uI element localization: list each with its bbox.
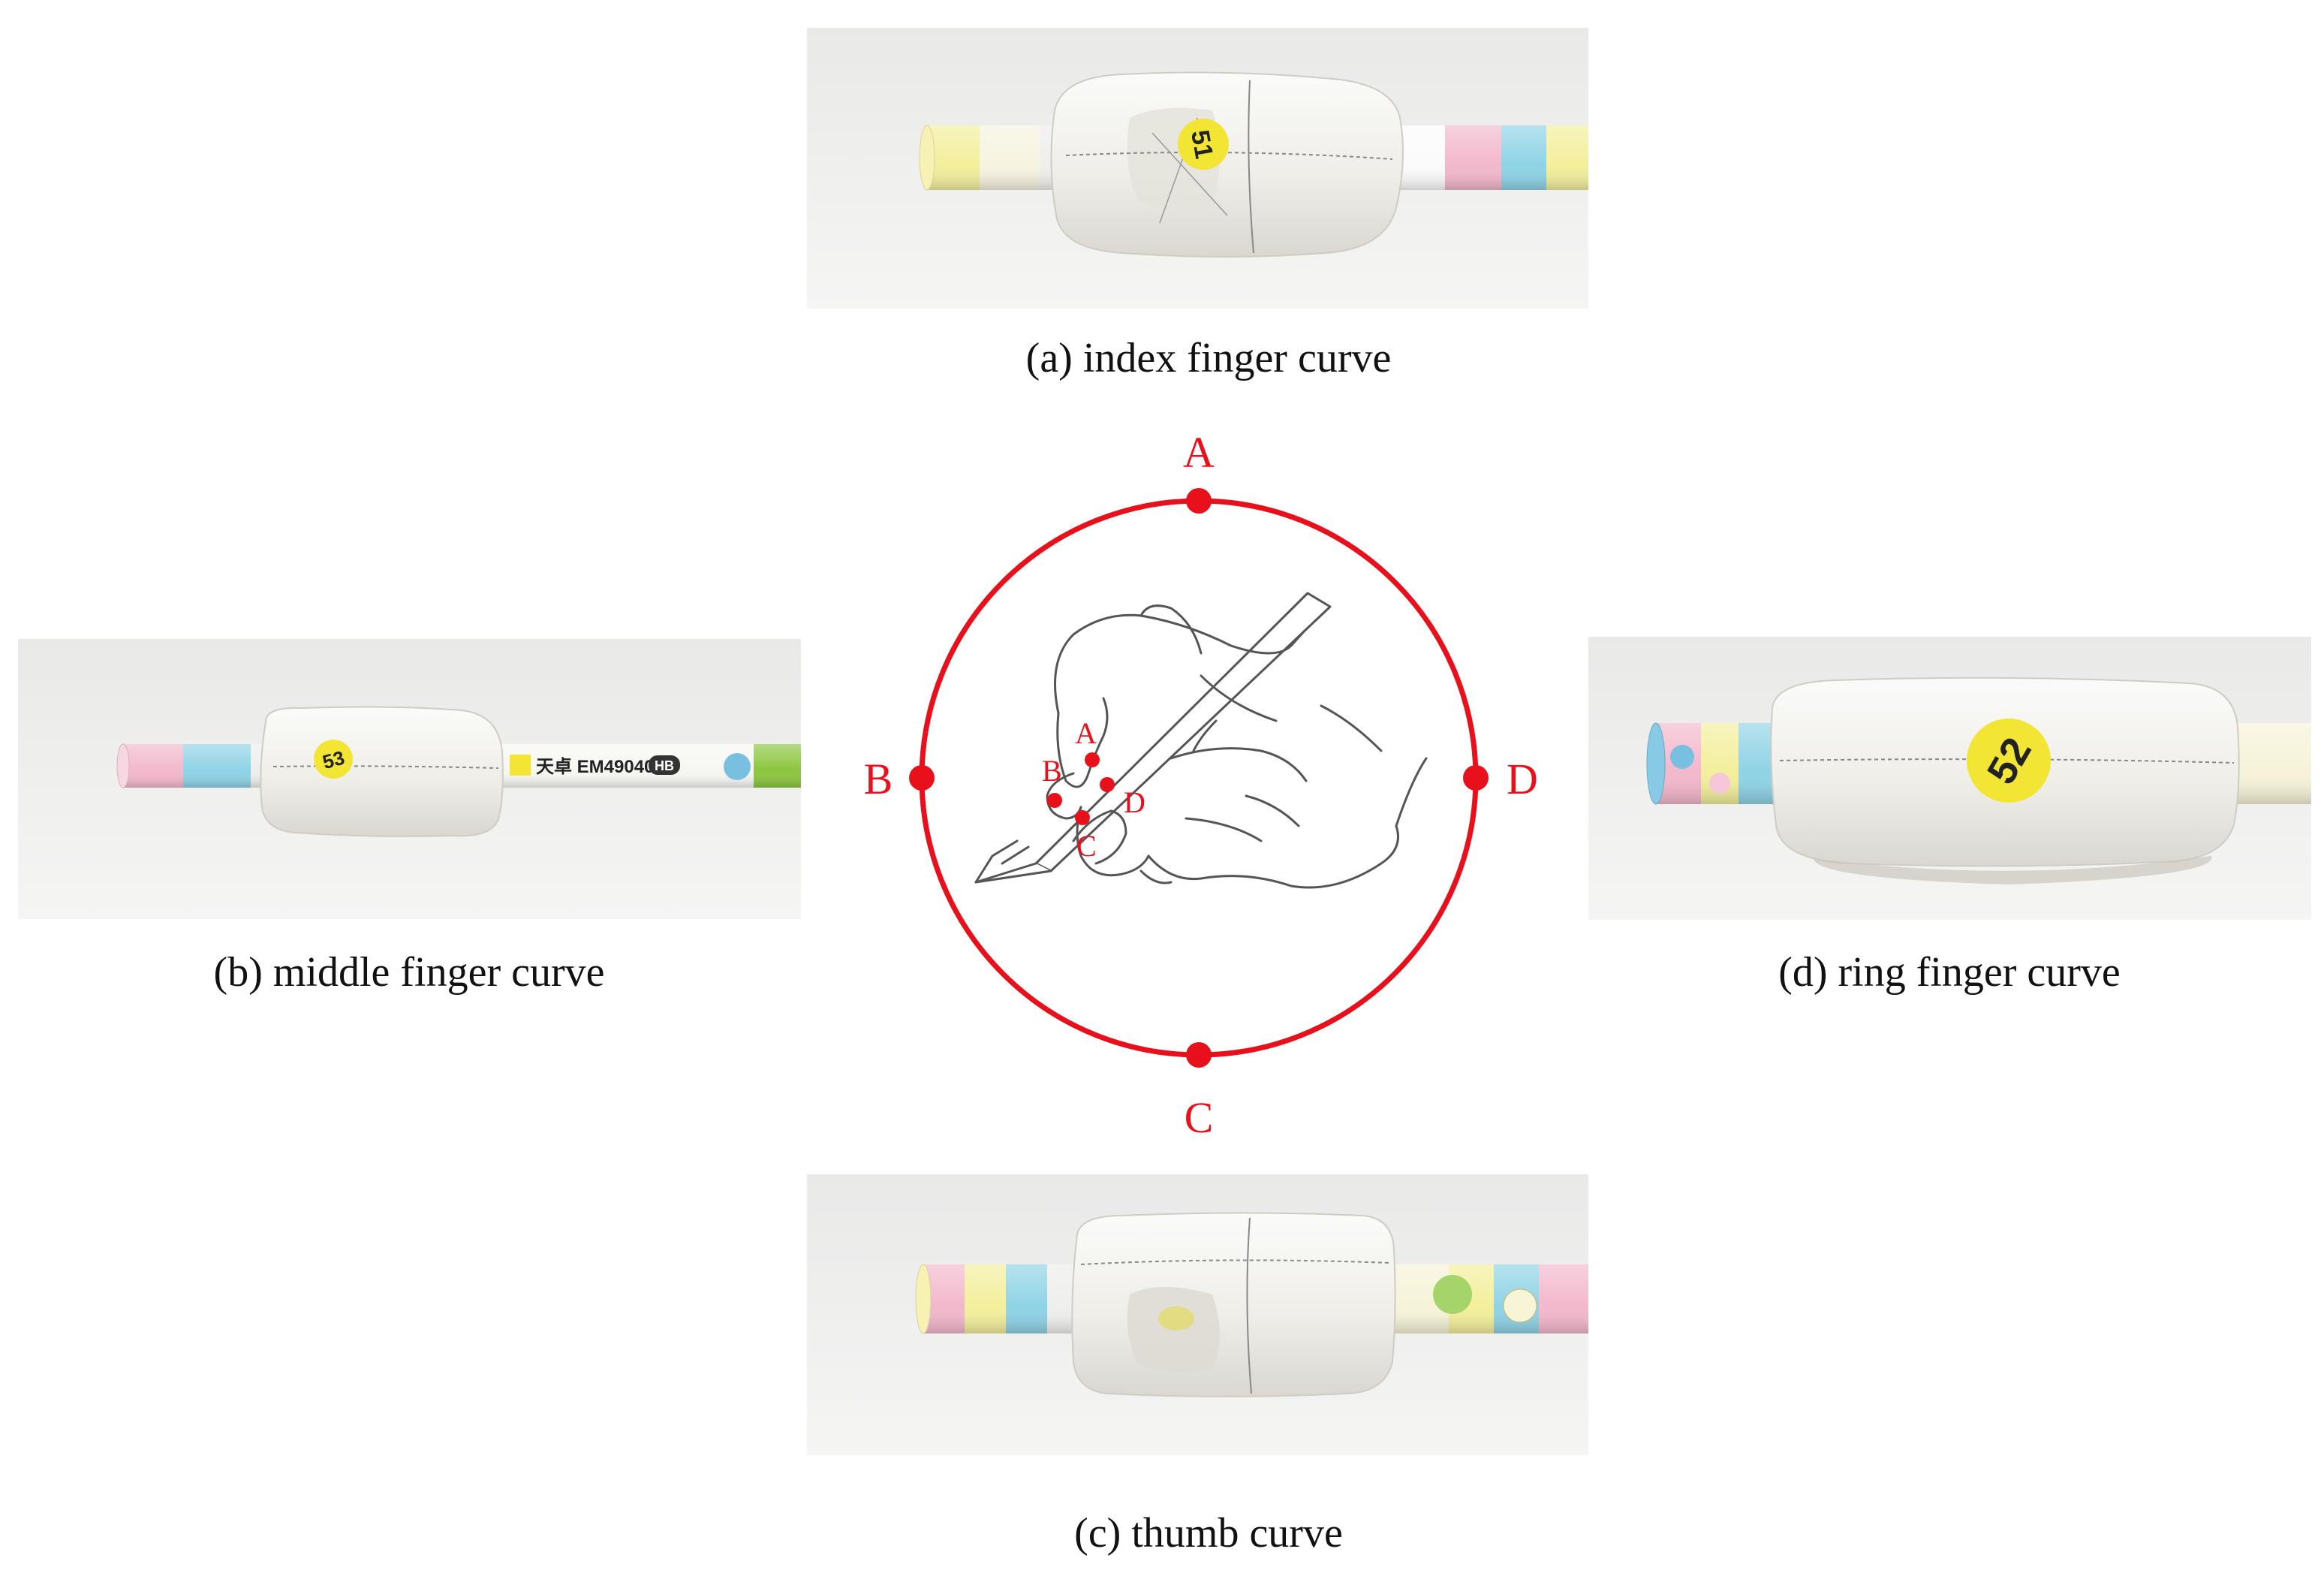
ring-finger-caption: (d) ring finger curve [1778, 949, 2121, 996]
middle-finger-caption: (b) middle finger curve [213, 949, 605, 996]
outer-marker-top [1186, 488, 1212, 514]
number-sticker: 51 [1178, 119, 1229, 170]
sticker-label: 51 [1185, 128, 1218, 161]
pencil-grade-text: HB [655, 758, 674, 773]
number-sticker: 53 [314, 740, 353, 779]
contact-label-b: B [1042, 754, 1062, 788]
outer-marker-left [909, 765, 935, 791]
ring-finger-photo: 52 [1588, 637, 2311, 920]
outer-label-left: B [864, 755, 893, 803]
outer-marker-right [1463, 765, 1489, 791]
contact-point-a [1085, 752, 1100, 767]
hand-sketch [974, 592, 1428, 889]
outer-label-bottom: C [1185, 1093, 1214, 1142]
contact-point-b [1047, 793, 1062, 808]
pencil-brand-text: 天卓 EM49040 [536, 757, 654, 777]
index-finger-caption: (a) index finger curve [1025, 335, 1392, 381]
outer-marker-bottom [1186, 1042, 1212, 1068]
middle-finger-photo: 天卓 EM49040 HB 53 [18, 639, 801, 919]
contact-point-c [1075, 810, 1090, 825]
number-sticker: 52 [1967, 719, 2051, 803]
thumb-photo [807, 1174, 1588, 1455]
outer-markers [909, 488, 1489, 1068]
outer-label-right: D [1507, 755, 1538, 803]
clay-grip [1071, 1212, 1396, 1397]
contact-label-d: D [1124, 785, 1145, 819]
index-finger-photo: 51 [807, 28, 1588, 309]
contact-points [1047, 752, 1115, 825]
outer-label-top: A [1183, 428, 1215, 477]
thumb-caption: (c) thumb curve [1074, 1510, 1343, 1556]
contact-label-c: C [1076, 829, 1097, 863]
clay-grip [260, 706, 504, 837]
reference-circle [919, 498, 1479, 1058]
contact-point-d [1100, 777, 1115, 792]
contact-label-a: A [1075, 716, 1097, 750]
